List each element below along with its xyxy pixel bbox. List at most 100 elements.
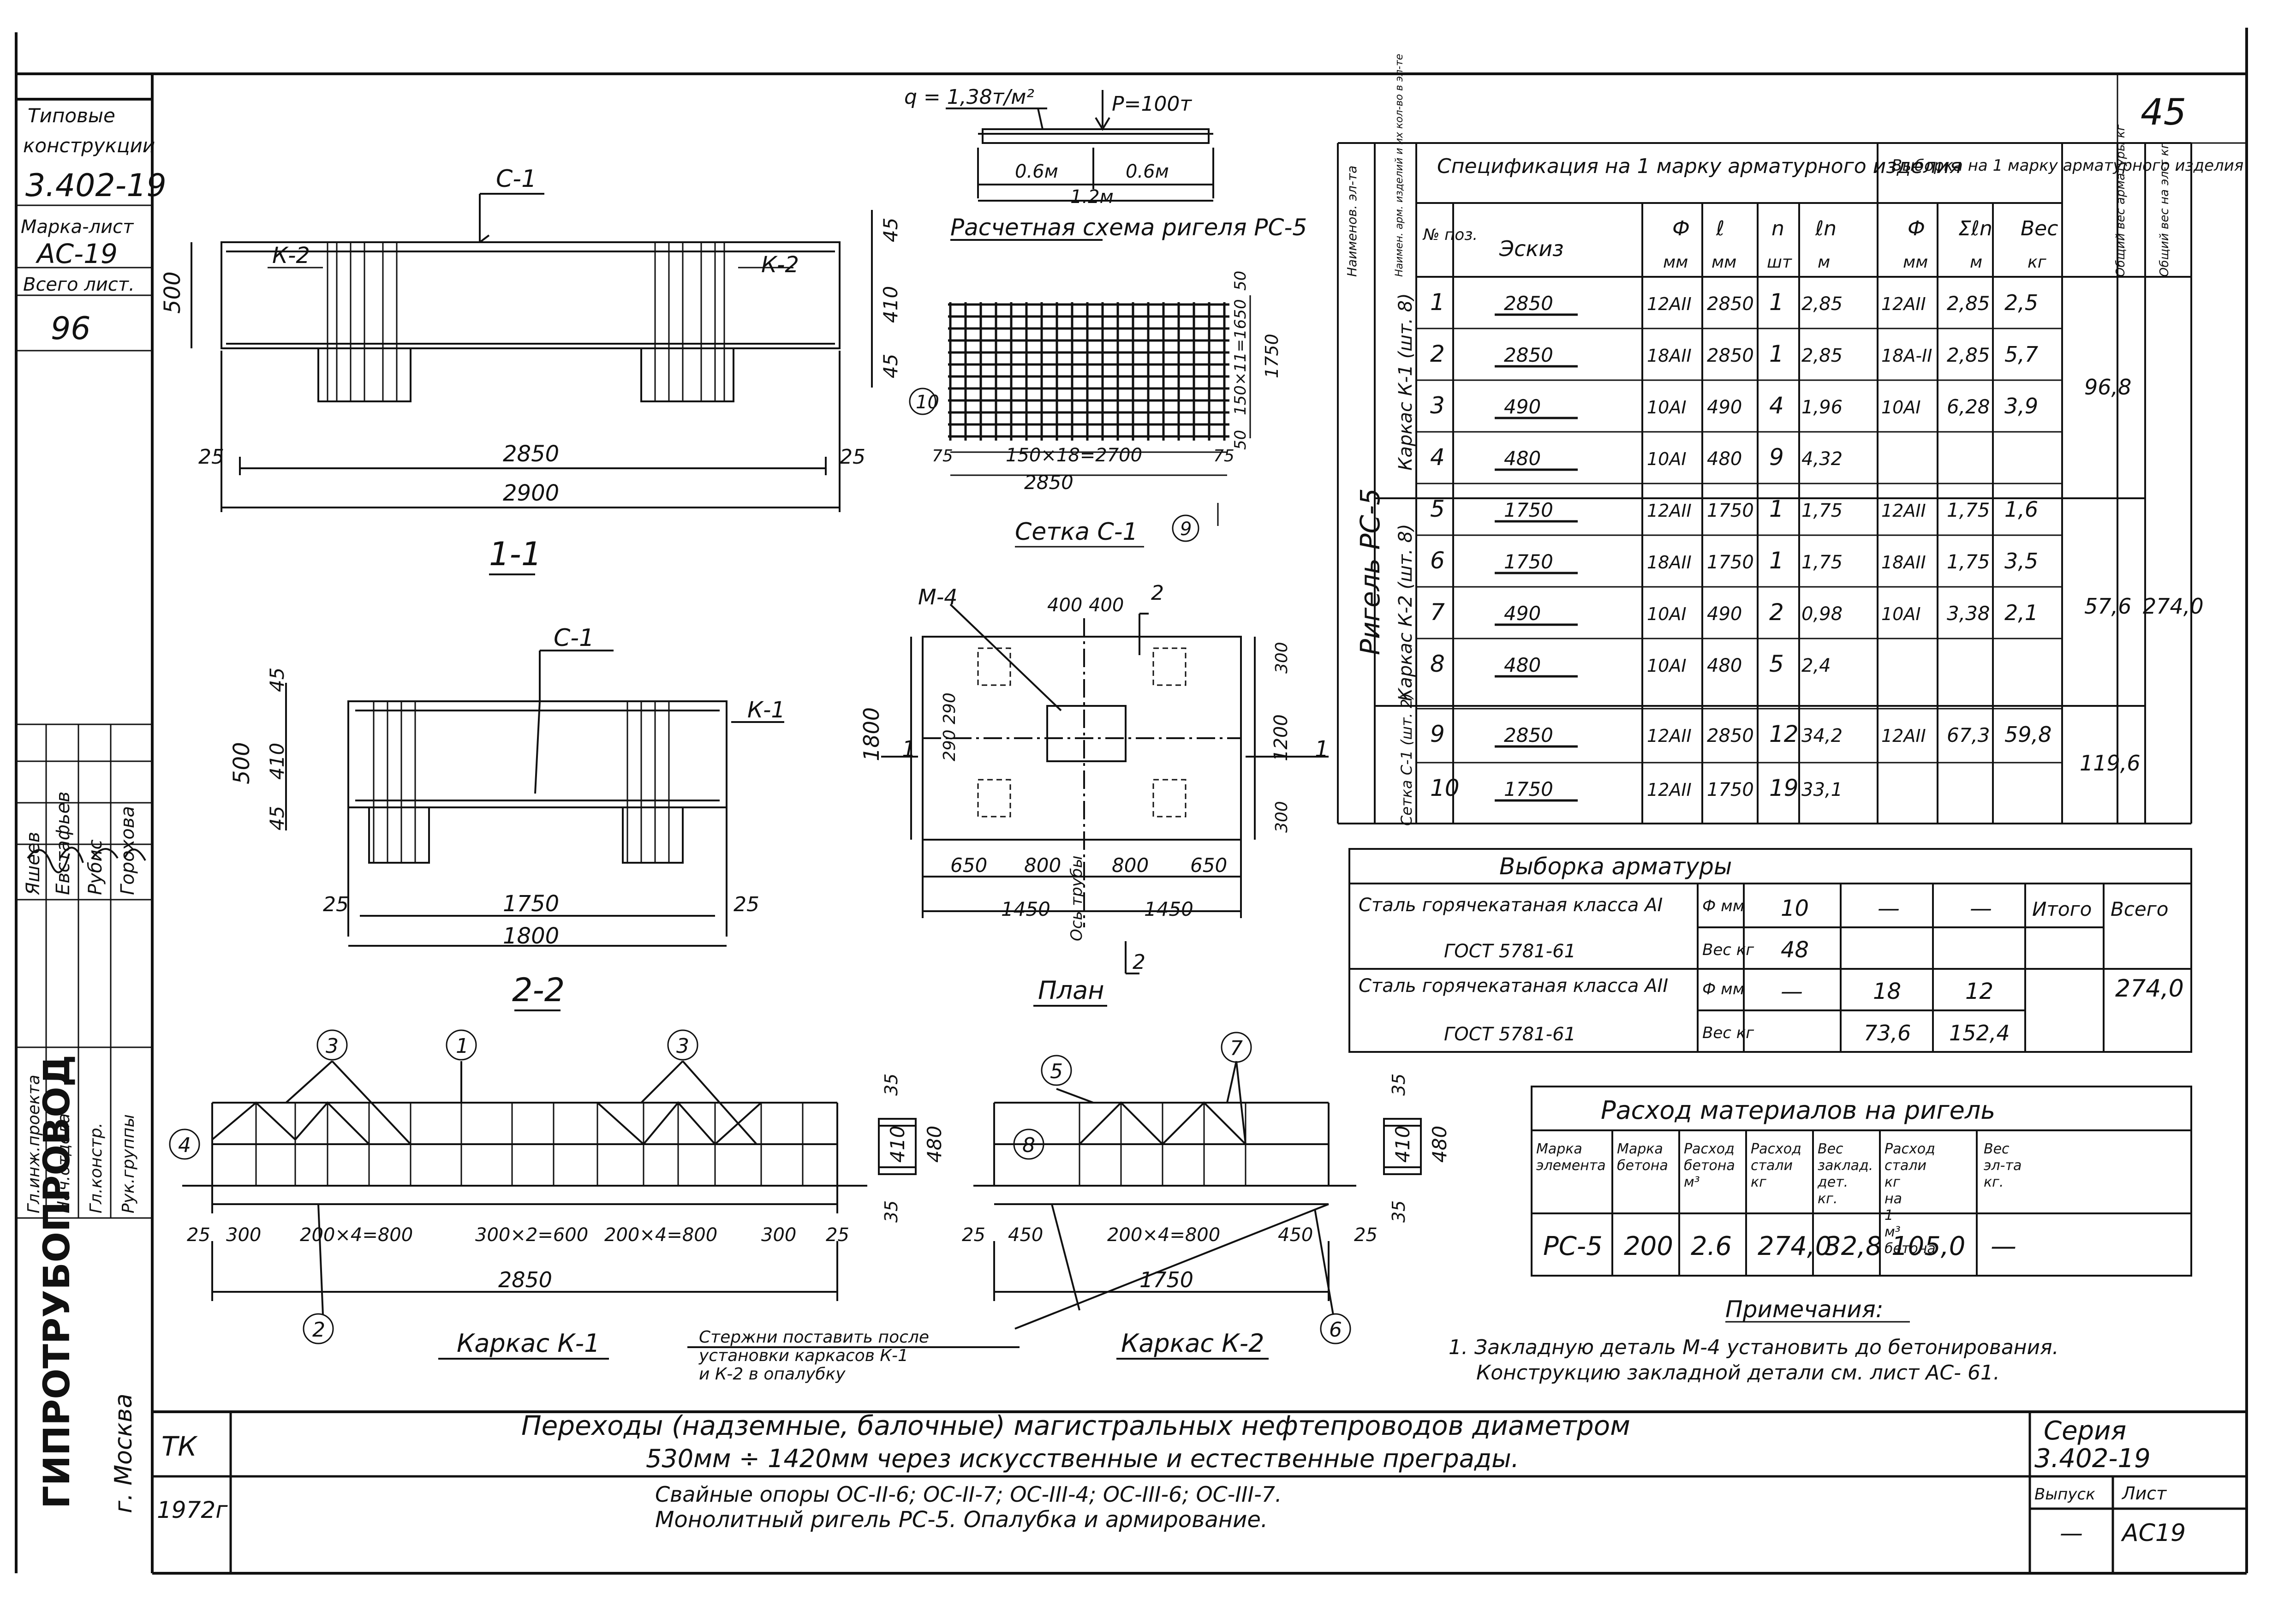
s11-c1: С-1 (496, 165, 537, 193)
role-2: Гл.констр. (87, 1122, 106, 1213)
spec-col-group2: Наимен. арм. изделий и их кол-во в эл-те (1394, 54, 1405, 277)
k2-35b: 35 (1389, 1200, 1409, 1223)
k2-410: 410 (1391, 1126, 1414, 1163)
role-1: Нач.отдела (54, 1113, 73, 1213)
spec-cell: 1750 (1707, 500, 1754, 521)
k1-35b: 35 (881, 1200, 901, 1223)
spec-cell: 3,9 (2004, 394, 2038, 418)
tb-sub1: Свайные опоры ОС-II-6; ОС-II-7; ОС-III-4… (655, 1482, 1282, 1507)
plan-1450a: 1450 (1001, 898, 1050, 920)
spec-header-total: Общий вес арматуры кг (2114, 125, 2128, 277)
plan-300a: 300 (1272, 642, 1291, 674)
spec-cell: 2850 (1707, 725, 1754, 746)
k2-d4: 25 (1354, 1224, 1378, 1246)
spec-cell: 1750 (1707, 779, 1754, 800)
signatures (27, 847, 146, 873)
vyb-r2-phi-1: 18 (1873, 979, 1901, 1004)
spec-cell: 1750 (1504, 778, 1553, 800)
mesh-title: Сетка С-1 (1015, 518, 1138, 546)
spec-cell: 480 (1504, 654, 1541, 676)
plan-300b: 300 (1272, 801, 1291, 833)
role-3: Рук.группы (119, 1114, 138, 1213)
k1-35a: 35 (881, 1074, 901, 1096)
karkas-k1: 3 1 3 4 2 35 410 480 35 25 300 200×4=800… (169, 1029, 946, 1360)
tb-sub2: Монолитный ригель РС-5. Опалубка и армир… (655, 1507, 1268, 1533)
scheme-dim-a: 0.6м (1015, 161, 1058, 182)
spec-cell: 67,3 (1947, 724, 1990, 746)
vyb-r1-phi-2: — (1970, 896, 1992, 921)
scheme-dim-b: 0.6м (1126, 161, 1169, 182)
spec-cell: 34,2 (1801, 725, 1843, 746)
k2-d3: 450 (1278, 1224, 1313, 1246)
k2-480: 480 (1428, 1126, 1451, 1163)
spec-cell: 1750 (1707, 552, 1754, 573)
notes: Примечания: 1. Закладную деталь М-4 уста… (1449, 1296, 2059, 1385)
notes-line1: 1. Закладную деталь М-4 установить до бе… (1449, 1336, 2059, 1359)
vyb-r2-w-1: 73,6 (1864, 1021, 1911, 1045)
s11-2900: 2900 (503, 480, 559, 506)
s11-title: 1-1 (489, 535, 542, 573)
spec-col-sketch: Эскиз (1499, 236, 1564, 261)
spec-cell: 0,98 (1801, 603, 1843, 625)
spec-cell: 4 (1430, 444, 1445, 471)
s22-1800: 1800 (503, 923, 559, 949)
vyb-r2-phi-2: 12 (1965, 979, 1993, 1004)
k1-total: 2850 (498, 1267, 552, 1292)
spec-cell: 6,28 (1947, 395, 1990, 418)
spec-grand: 274,0 (2143, 594, 2204, 619)
rashod-cell: 200 (1624, 1231, 1673, 1261)
vyb-r1-w-0: 48 (1781, 937, 1809, 963)
spec-col-l: ℓ (1716, 217, 1724, 240)
tb-list: Лист (2121, 1483, 2167, 1504)
s22-title: 2-2 (512, 971, 565, 1009)
tb-list-val: АС19 (2121, 1519, 2186, 1547)
k2-pos5: 5 (1050, 1060, 1063, 1083)
spec-cell: 3,5 (2004, 549, 2038, 573)
role-0: Гл.инж.проекта (24, 1075, 43, 1213)
k2-title: Каркас К-2 (1121, 1329, 1264, 1358)
k1-d0: 25 (187, 1224, 210, 1246)
scheme-dim-total: 1.2м (1070, 186, 1114, 208)
spec-cell: 1 (1769, 340, 1784, 367)
rashod-cell: 274,0 (1758, 1231, 1831, 1261)
spec-cell: 10АI (1647, 449, 1687, 469)
scheme-title: Расчетная схема ригеля РС-5 (950, 214, 1307, 241)
spec-cell: 1,6 (2004, 497, 2038, 522)
spec-cell: 1,75 (1947, 499, 1990, 521)
k1-d1: 300 (226, 1224, 261, 1246)
k2-pos6: 6 (1329, 1318, 1342, 1342)
notes-line2: Конструкцию закладной детали см. лист АС… (1476, 1361, 2000, 1385)
spec-cell: 1 (1769, 496, 1784, 522)
plan-290: 290 290 (940, 693, 959, 761)
spec-col-n: n (1771, 217, 1784, 240)
vyb-steel2: Сталь горячекатаная класса АII (1359, 975, 1668, 997)
plan-sec2b: 2 (1133, 950, 1145, 974)
k2-d0: 25 (962, 1224, 985, 1246)
vyb-title: Выборка арматуры (1499, 853, 1732, 880)
spec-cell: 9 (1769, 444, 1784, 471)
vyb-r2-w-2: 152,4 (1949, 1021, 2010, 1045)
s11-2850: 2850 (503, 441, 559, 467)
spec-group-k1: Каркас К-1 (шт. 8) (1395, 293, 1416, 471)
mesh-50b: 50 (1231, 430, 1250, 450)
s22-1750: 1750 (503, 891, 559, 917)
tb-series: 3.402-19 (2034, 1444, 2151, 1474)
spec-header-select: Выборка на 1 марку арматурного изделия (1891, 156, 2243, 175)
s11-k2a: К-2 (272, 243, 310, 269)
k1-pos1: 1 (456, 1034, 469, 1058)
plan-1450b: 1450 (1144, 898, 1193, 920)
load-scheme: q = 1,38т/м² P=100т 0.6м 0.6м 1.2м Расче… (904, 85, 1307, 241)
spec-cell: 18АII (1647, 346, 1692, 366)
spec-cell: 18А-II (1881, 346, 1932, 366)
spec-unit-sphi: мм (1903, 253, 1928, 272)
spec-cell: 1,96 (1801, 397, 1843, 418)
spec-cell: 5,7 (2004, 342, 2038, 367)
vyb-total: 274,0 (2115, 975, 2184, 1003)
sheet-number: 45 (2141, 92, 2186, 133)
mesh-2700: 150×18=2700 (1006, 445, 1142, 466)
tb-year: 1972г (157, 1497, 228, 1523)
spec-cell: 12АII (1881, 294, 1926, 314)
plan-400a: 400 (1047, 595, 1082, 616)
spec-cell: 2,5 (2004, 290, 2038, 315)
spec-cell: 9 (1430, 721, 1445, 747)
